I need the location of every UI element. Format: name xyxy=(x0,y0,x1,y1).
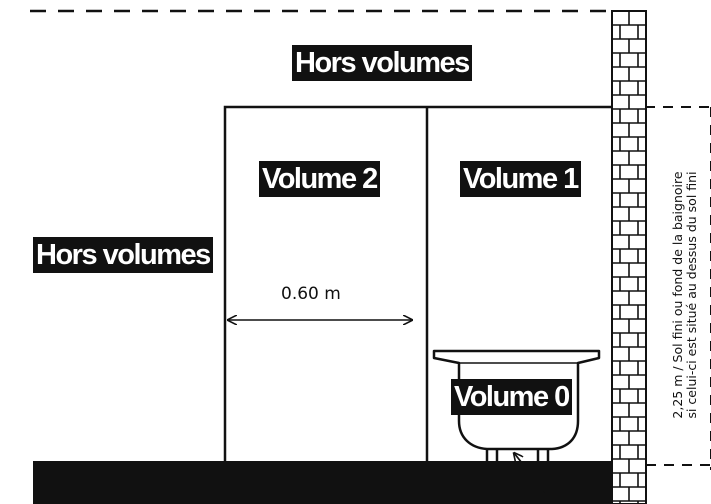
brick-wall xyxy=(611,10,647,504)
hors-volumes-left-label: Hors volumes xyxy=(33,237,213,273)
volume-2-label: Volume 2 xyxy=(259,161,380,197)
height-note-line-2: si celui-ci est situé au dessus du sol f… xyxy=(684,171,699,419)
volume-0-label: Volume 0 xyxy=(451,379,572,415)
floor-slab xyxy=(33,461,613,504)
height-note: 2,25 m / Sol fini ou fond de la baignoir… xyxy=(670,130,699,460)
height-note-line-1: 2,25 m / Sol fini ou fond de la baignoir… xyxy=(670,171,685,419)
width-dimension-label: 0.60 m xyxy=(281,284,341,304)
pointer-arrow xyxy=(514,453,546,493)
volume-2-outline xyxy=(223,105,612,466)
volume-1-label: Volume 1 xyxy=(460,161,581,197)
hors-volumes-top-label: Hors volumes xyxy=(292,45,472,81)
